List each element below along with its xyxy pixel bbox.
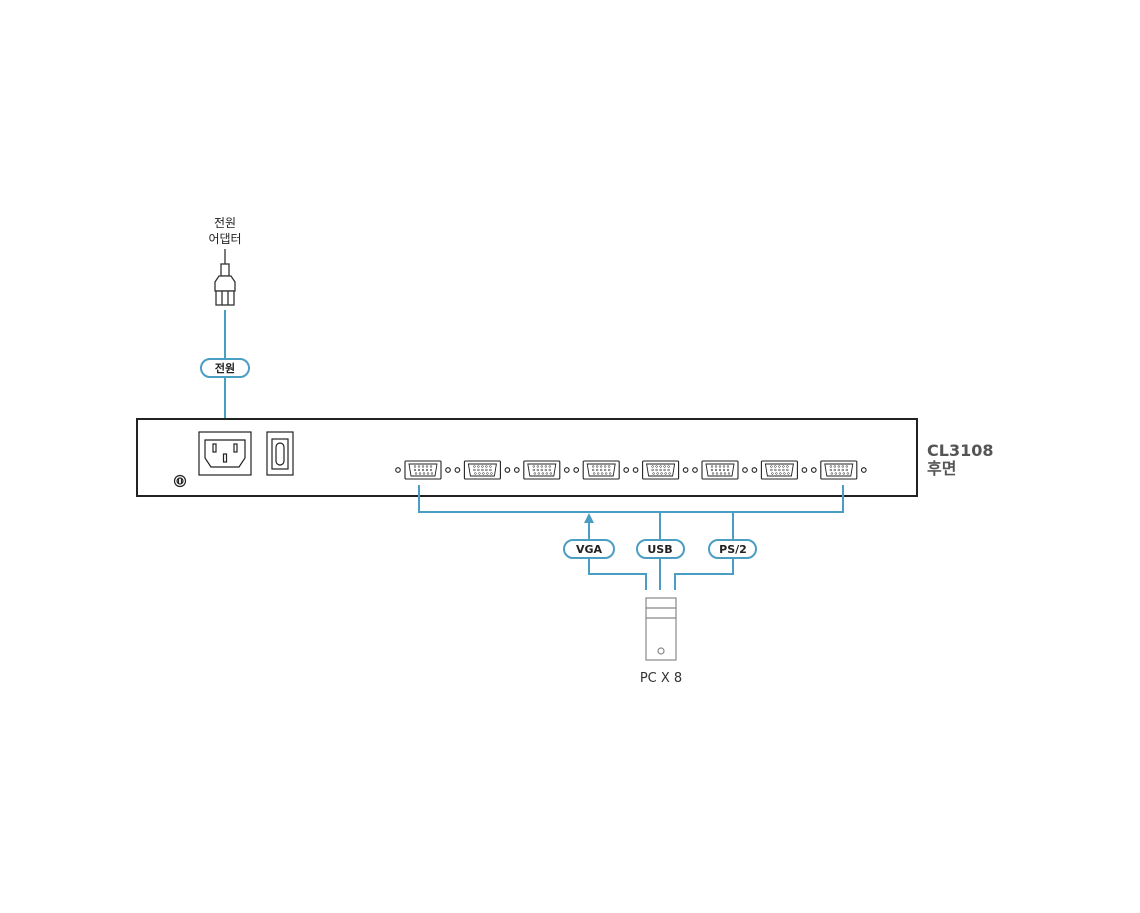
device-view-label: 후면 (927, 459, 956, 478)
kvm-cable-bus (418, 485, 844, 590)
device-model: CL3108 (927, 441, 993, 460)
vga-port-group (395, 460, 867, 480)
ps2-pill: PS/2 (708, 539, 757, 559)
svg-text:PS/2: PS/2 (719, 543, 747, 556)
pc-tower-icon (645, 597, 677, 661)
vga-port-3 (513, 460, 570, 480)
vga-port-7 (751, 460, 808, 480)
adapter-label-line1: 전원 (214, 216, 236, 230)
power-switch (266, 431, 294, 476)
pc-count-label: PC X 8 (640, 671, 682, 686)
kvm-switch-rear-panel (136, 418, 918, 497)
svg-text:VGA: VGA (576, 543, 603, 556)
vga-pill: VGA (563, 539, 615, 559)
arrow-up-icon (584, 513, 594, 523)
ground-screw-icon (173, 474, 187, 488)
vga-port-6 (692, 460, 748, 480)
vga-port-2 (454, 460, 511, 480)
svg-text:전원: 전원 (215, 361, 235, 375)
power-plug-icon (214, 249, 236, 306)
svg-text:USB: USB (647, 543, 672, 556)
vga-port-8 (810, 460, 867, 480)
power-inlet-icon (198, 431, 252, 476)
vga-port-5 (632, 460, 689, 480)
usb-pill: USB (636, 539, 685, 559)
vga-port-1 (395, 460, 451, 480)
power-pill: 전원 (200, 358, 250, 378)
vga-port-4 (573, 460, 630, 480)
adapter-label-line2: 어댑터 (208, 232, 241, 246)
